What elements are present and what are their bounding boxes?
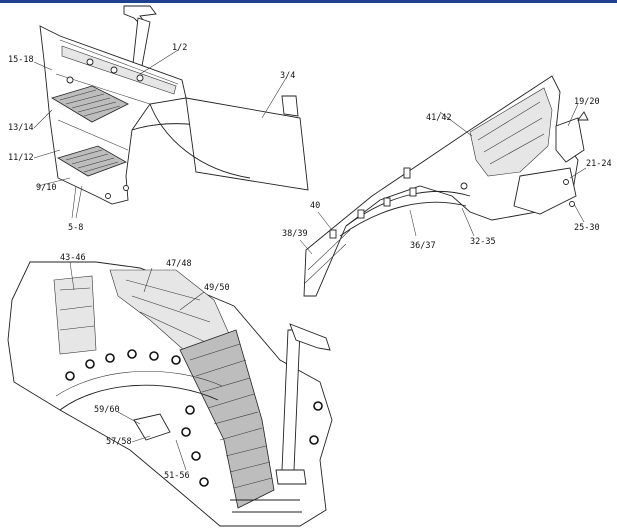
callout-40: 40 — [310, 201, 320, 211]
lower-tread — [57, 145, 127, 177]
support-bracket — [53, 275, 97, 355]
header-bar — [0, 0, 617, 3]
callout-51-56: 51-56 — [164, 471, 190, 481]
upper-tread — [51, 85, 129, 123]
callout-41-42: 41/42 — [426, 113, 452, 123]
callout-3-4: 3/4 — [280, 71, 295, 81]
callout-47-48: 47/48 — [166, 259, 192, 269]
callout-43-46: 43-46 — [60, 253, 86, 263]
callout-9-10: 9/10 — [36, 183, 56, 193]
fender-inner-liner — [469, 87, 553, 177]
upper-rail — [61, 45, 177, 95]
callout-21-24: 21-24 — [586, 159, 612, 169]
callout-19-20: 19/20 — [574, 97, 600, 107]
lower-flap — [513, 167, 577, 215]
callout-59-60: 59/60 — [94, 405, 120, 415]
inner-fender-assembly — [7, 261, 333, 527]
callout-5-8: 5-8 — [68, 223, 83, 233]
callout-11-12: 11/12 — [8, 153, 34, 163]
cover-plate — [133, 413, 171, 441]
callout-1-2: 1/2 — [172, 43, 187, 53]
outer-fender-assembly — [299, 75, 589, 297]
callout-38-39: 38/39 — [282, 229, 308, 239]
callout-57-58: 57/58 — [106, 437, 132, 447]
callout-36-37: 36/37 — [410, 241, 436, 251]
callout-49-50: 49/50 — [204, 283, 230, 293]
step-assembly — [33, 5, 309, 219]
callout-32-35: 32-35 — [470, 237, 496, 247]
callout-15-18: 15-18 — [8, 55, 34, 65]
splash-guard — [179, 329, 275, 509]
callout-labels: 1/2 3/4 15-18 13/14 11/12 9/10 5-8 41/42… — [8, 43, 612, 481]
bracket-arm — [132, 17, 151, 67]
mirror-bracket — [555, 117, 585, 163]
callout-25-30: 25-30 — [574, 223, 600, 233]
side-panel — [185, 97, 309, 191]
callout-13-14: 13/14 — [8, 123, 34, 133]
